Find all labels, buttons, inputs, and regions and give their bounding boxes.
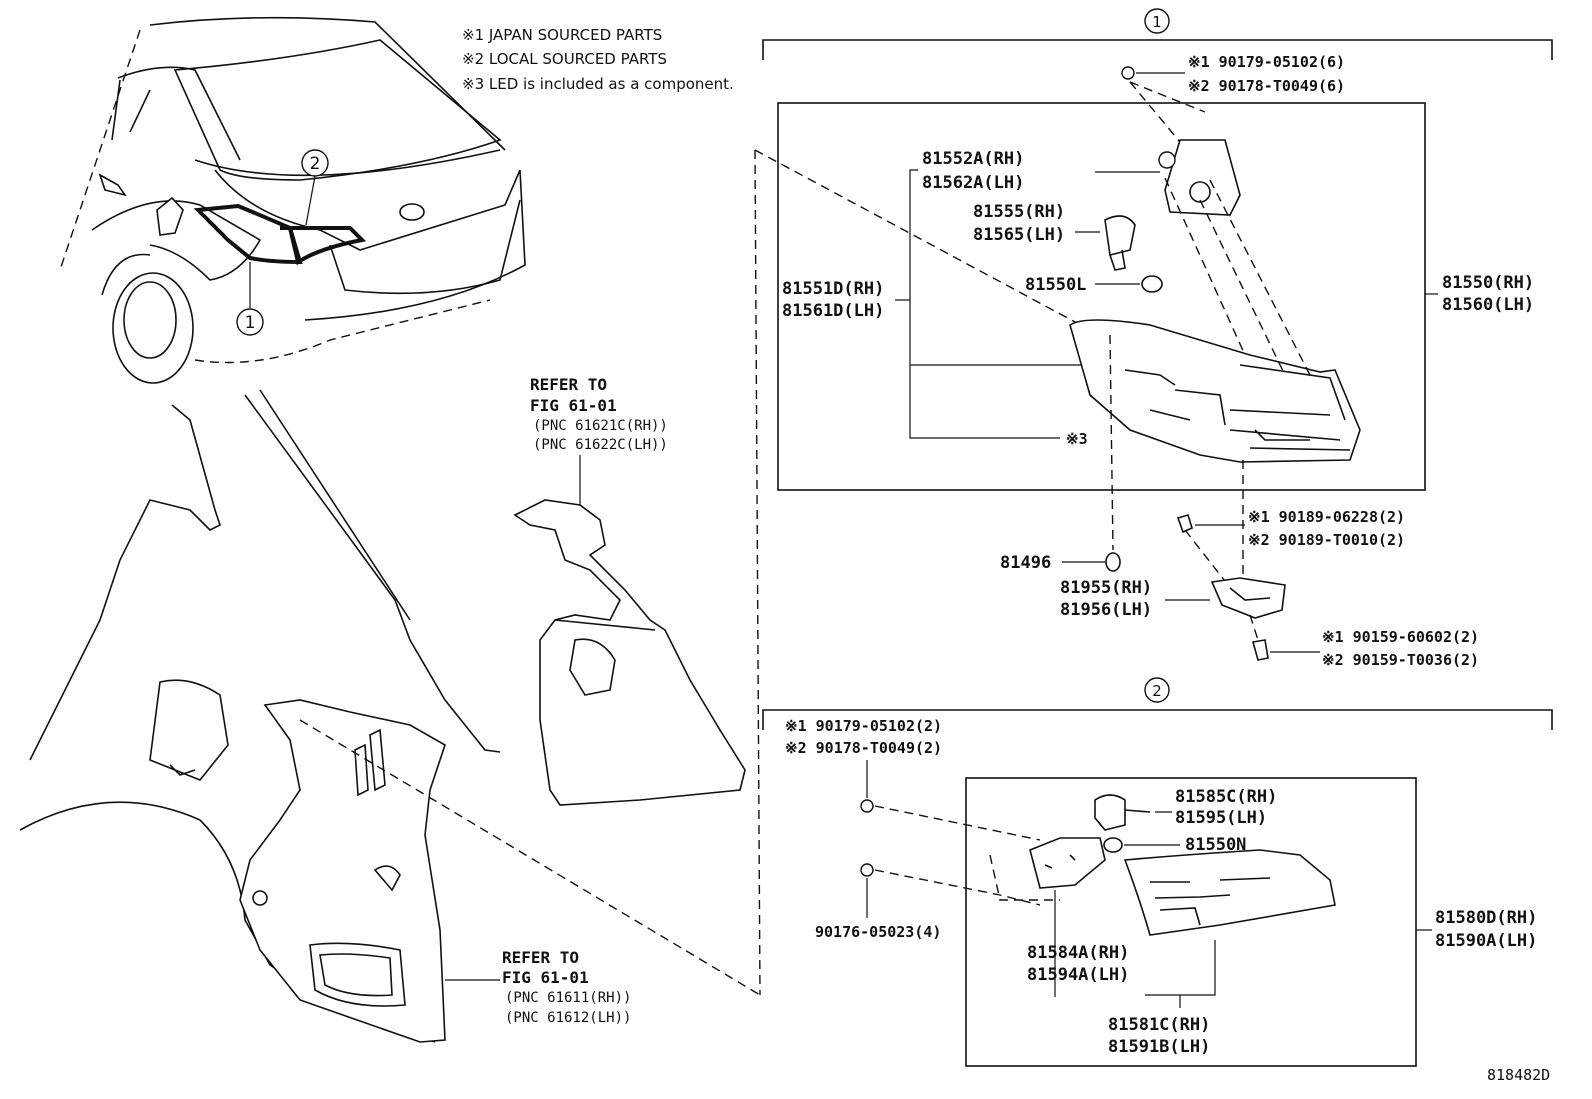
g2-screw-japan: ※1 90179-05102(2): [785, 717, 942, 735]
g1-screw2-japan: ※1 90159-60602(2): [1322, 628, 1479, 646]
g1-bolt-japan: ※1 90189-06228(2): [1248, 508, 1405, 526]
g2-81580d-rh: 81580D(RH): [1435, 908, 1537, 928]
group-1-rear-combination-lamp: 1 ※1 90179-05102(6) ※2 90178-T0049(6) 81…: [762, 8, 1553, 669]
note-led-included: ※3 LED is included as a component.: [462, 75, 734, 93]
callout-2-car: [301, 149, 329, 177]
g2-81585c-rh: 81585C(RH): [1175, 787, 1277, 807]
figure-id: 818482D: [1487, 1066, 1550, 1084]
g2-81581c-rh: 81581C(RH): [1108, 1015, 1210, 1035]
g1-screw-japan: ※1 90179-05102(6): [1188, 53, 1345, 71]
group-2-inner-lamp: 2 ※1 90179-05102(2) ※2 90178-T0049(2) 90…: [762, 677, 1553, 1067]
g1-81496: 81496: [1000, 553, 1051, 573]
g2-81584a-rh: 81584A(RH): [1027, 943, 1129, 963]
g1-bolt-local: ※2 90189-T0010(2): [1248, 531, 1405, 549]
g1-screw2-local: ※2 90159-T0036(2): [1322, 651, 1479, 669]
inner-wheelhouse-panel: REFER TO FIG 61-01 (PNC 61621C(RH)) (PNC…: [513, 375, 746, 806]
g1-81550l: 81550L: [1025, 275, 1086, 295]
callout-2-label: 2: [1152, 682, 1162, 700]
callout-1-label: 1: [1152, 13, 1162, 31]
refer-lower-fig: FIG 61-01: [502, 968, 589, 987]
g2-81595-lh: 81595(LH): [1175, 808, 1267, 828]
g2-screw-local: ※2 90178-T0049(2): [785, 739, 942, 757]
refer-upper-fig: FIG 61-01: [530, 396, 617, 415]
g2-90176: 90176-05023(4): [815, 923, 941, 941]
g2-81590a-lh: 81590A(LH): [1435, 931, 1537, 951]
car-rear-illustration: 1 2: [59, 16, 526, 384]
callout-1: [1144, 8, 1170, 34]
g1-81551d-rh: 81551D(RH): [782, 279, 884, 299]
refer-upper-title: REFER TO: [530, 375, 607, 394]
g1-81955-rh: 81955(RH): [1060, 578, 1152, 598]
g1-81562a-lh: 81562A(LH): [922, 173, 1024, 193]
callout-1-car: [236, 308, 264, 336]
callout-1-car-label: 1: [245, 313, 256, 333]
g1-81561d-lh: 81561D(LH): [782, 301, 884, 321]
g1-81565-lh: 81565(LH): [973, 225, 1065, 245]
refer-lower-pnc-lh: (PNC 61612(LH)): [505, 1010, 631, 1026]
g1-81550-rh: 81550(RH): [1442, 273, 1534, 293]
g1-81552a-rh: 81552A(RH): [922, 149, 1024, 169]
refer-upper-pnc-lh: (PNC 61622C(LH)): [533, 437, 668, 453]
callout-2-car-label: 2: [310, 154, 321, 174]
refer-lower-title: REFER TO: [502, 948, 579, 967]
g2-81550n: 81550N: [1185, 835, 1246, 855]
g2-81594a-lh: 81594A(LH): [1027, 965, 1129, 985]
quarter-panel-illustration: [19, 149, 1091, 1043]
refer-upper-pnc-rh: (PNC 61621C(RH)): [533, 418, 668, 434]
g1-led-note: ※3: [1066, 430, 1088, 448]
refer-lower-pnc-rh: (PNC 61611(RH)): [505, 990, 631, 1006]
note-local-sourced: ※2 LOCAL SOURCED PARTS: [462, 50, 667, 68]
callout-2: [1144, 677, 1170, 703]
note-japan-sourced: ※1 JAPAN SOURCED PARTS: [462, 26, 662, 44]
g2-81591b-lh: 81591B(LH): [1108, 1037, 1210, 1057]
parts-notes: ※1 JAPAN SOURCED PARTS ※2 LOCAL SOURCED …: [462, 26, 734, 93]
g1-screw-local: ※2 90178-T0049(6): [1188, 77, 1345, 95]
g1-81560-lh: 81560(LH): [1442, 295, 1534, 315]
g1-81555-rh: 81555(RH): [973, 202, 1065, 222]
refer-lower-block: REFER TO FIG 61-01 (PNC 61611(RH)) (PNC …: [502, 948, 631, 1026]
g1-81956-lh: 81956(LH): [1060, 600, 1152, 620]
